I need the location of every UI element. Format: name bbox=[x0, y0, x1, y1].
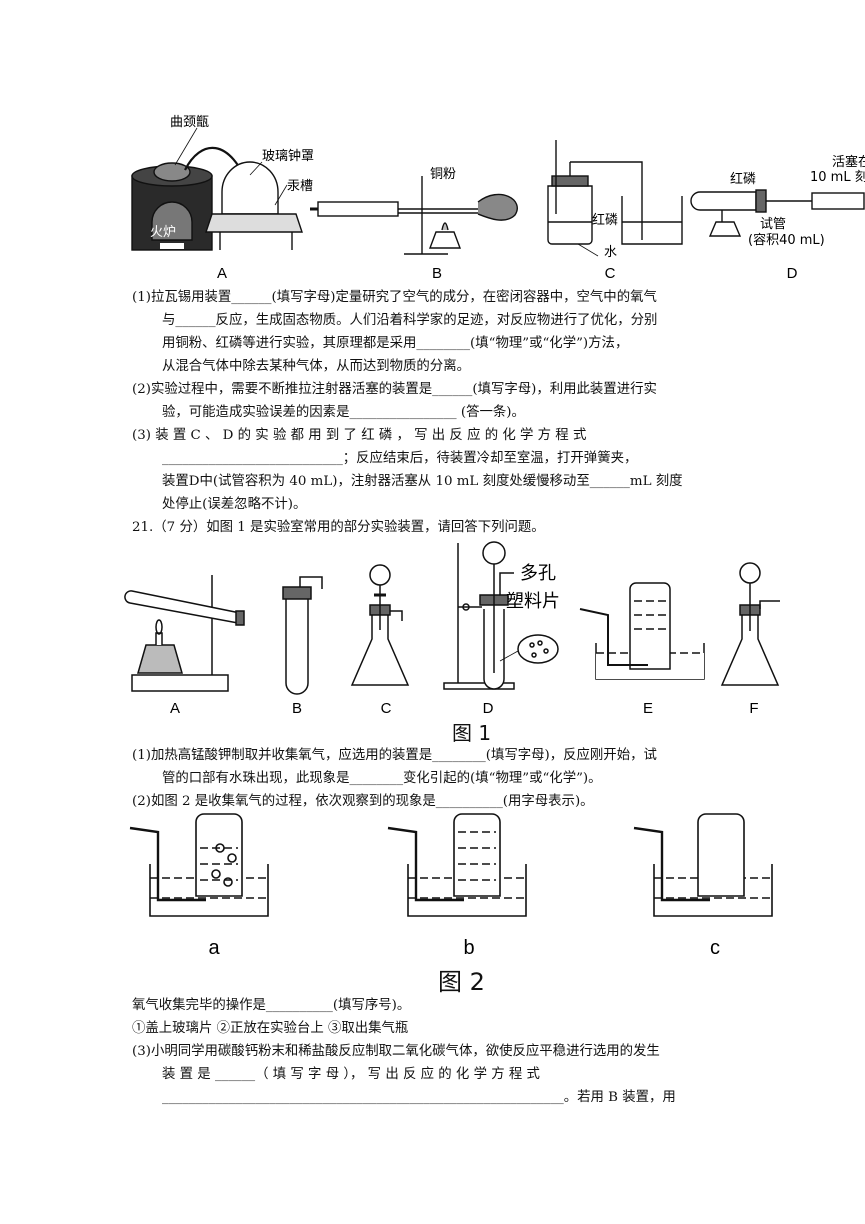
label-furnace: 火炉 bbox=[150, 225, 176, 240]
q21-heading: 21.（7 分）如图 1 是实验室常用的部分实验装置，请回答下列问题。 bbox=[132, 520, 545, 535]
fig2-apparatus-b bbox=[387, 813, 527, 917]
fig2-label-a: a bbox=[208, 937, 220, 959]
label-mercury-trough: 汞槽 bbox=[287, 179, 313, 194]
apparatus-b bbox=[310, 176, 518, 255]
fig2-label-b: b bbox=[463, 937, 474, 959]
fig-top-label-d: D bbox=[787, 265, 798, 282]
label-porous-plate-2: 塑料片 bbox=[506, 591, 560, 612]
q20-p3-line2: ___________________________；反应结束后，待装置冷却至… bbox=[162, 451, 638, 466]
q21-after-line1: 氧气收集完毕的操作是__________(填写序号)。 bbox=[132, 998, 411, 1013]
q21-p2-line1: (2)如图 2 是收集氧气的过程，依次观察到的现象是__________(用字母… bbox=[132, 794, 594, 809]
apparatus-d bbox=[690, 189, 865, 237]
q20-p2-line1: (2)实验过程中，需要不断推拉注射器活塞的装置是______(填写字母)，利用此… bbox=[132, 382, 657, 397]
fig-top-label-c: C bbox=[605, 265, 616, 282]
label-syringe-piston: 活塞在 bbox=[832, 154, 865, 170]
fig1-apparatus-b bbox=[282, 576, 323, 695]
fig1-label-e: E bbox=[643, 700, 653, 717]
label-tube-volume: (容积40 mL) bbox=[748, 232, 825, 248]
q21-p1-line2: 管的口部有水珠出现，此现象是________变化引起的(填“物理”或“化学”)。 bbox=[162, 771, 602, 786]
fig1-label-c: C bbox=[381, 700, 392, 717]
apparatus-c bbox=[547, 140, 683, 257]
apparatus-figure-top: 曲颈甑 玻璃钟罩 汞槽 火炉 铜粉 红磷 水 红磷 活塞在 10 bbox=[131, 115, 865, 282]
fig1-apparatus-e bbox=[579, 582, 705, 680]
q20-p3-line4: 处停止(误差忽略不计)。 bbox=[162, 497, 307, 512]
fig2-title: 图 2 bbox=[438, 968, 485, 996]
label-syringe-scale: 10 mL 刻 bbox=[810, 170, 865, 185]
fig2-apparatus-c bbox=[633, 813, 773, 917]
q21-after-line2: ①盖上玻璃片 ②正放在实验台上 ③取出集气瓶 bbox=[132, 1021, 409, 1036]
fig-top-label-a: A bbox=[217, 265, 227, 282]
label-water: 水 bbox=[604, 245, 617, 260]
q20-p1-line4: 从混合气体中除去某种气体，从而达到物质的分离。 bbox=[162, 359, 470, 374]
apparatus-figure-2: a b c bbox=[129, 813, 773, 959]
label-bell-jar: 玻璃钟罩 bbox=[262, 148, 314, 164]
q21-p1-line1: (1)加热高锰酸钾制取并收集氧气，应选用的装置是________(填写字母)，反… bbox=[132, 748, 657, 763]
q21-p3-line3: ________________________________________… bbox=[162, 1090, 676, 1105]
fig1-label-f: F bbox=[749, 700, 758, 717]
q20-p1-line1: (1)拉瓦锡用装置______(填写字母)定量研究了空气的成分，在密闭容器中，空… bbox=[132, 290, 657, 305]
q20-p1-line3: 用铜粉、红磷等进行实验，其原理都是采用________(填“物理”或“化学”)方… bbox=[162, 336, 629, 351]
fig1-apparatus-d bbox=[443, 541, 559, 690]
apparatus-a bbox=[131, 127, 303, 251]
label-test-tube: 试管 bbox=[760, 217, 786, 232]
q21-p3-line1: (3)小明同学用碳酸钙粉末和稀盐酸反应制取二氧化碳气体，欲使反应平稳进行选用的发… bbox=[132, 1044, 660, 1059]
label-porous-plate-1: 多孔 bbox=[520, 563, 556, 584]
q20-p3-line1: (3) 装 置 C 、 D 的 实 验 都 用 到 了 红 磷 ， 写 出 反 … bbox=[132, 428, 587, 443]
fig-top-label-b: B bbox=[432, 265, 442, 282]
fig1-label-a: A bbox=[170, 700, 180, 717]
q21-p3-line2: 装 置 是 ______（ 填 写 字 母 ）， 写 出 反 应 的 化 学 方… bbox=[162, 1067, 540, 1082]
fig2-label-c: c bbox=[710, 937, 720, 959]
q20-p3-line3: 装置D中(试管容积为 40 mL)，注射器活塞从 10 mL 刻度处缓慢移动至_… bbox=[162, 474, 683, 489]
fig1-title: 图 1 bbox=[452, 721, 492, 745]
fig1-label-d: D bbox=[483, 700, 494, 717]
fig1-apparatus-c bbox=[350, 564, 410, 686]
fig1-apparatus-a bbox=[124, 575, 245, 692]
label-red-phosphorus-d: 红磷 bbox=[730, 171, 756, 187]
label-copper-powder: 铜粉 bbox=[430, 167, 456, 182]
apparatus-figure-1: 多孔 塑料片 A B C D E F bbox=[124, 541, 780, 717]
label-red-phosphorus-c: 红磷 bbox=[592, 212, 618, 228]
label-retort: 曲颈甑 bbox=[170, 115, 209, 130]
fig1-apparatus-f bbox=[720, 562, 780, 686]
fig1-label-b: B bbox=[292, 700, 302, 717]
q20-p1-line2: 与______反应，生成固态物质。人们沿着科学家的足迹，对反应物进行了优化，分别 bbox=[162, 313, 658, 328]
q20-p2-line2: 验，可能造成实验误差的因素是________________ (答一条)。 bbox=[162, 405, 525, 420]
fig2-apparatus-a bbox=[129, 813, 269, 917]
